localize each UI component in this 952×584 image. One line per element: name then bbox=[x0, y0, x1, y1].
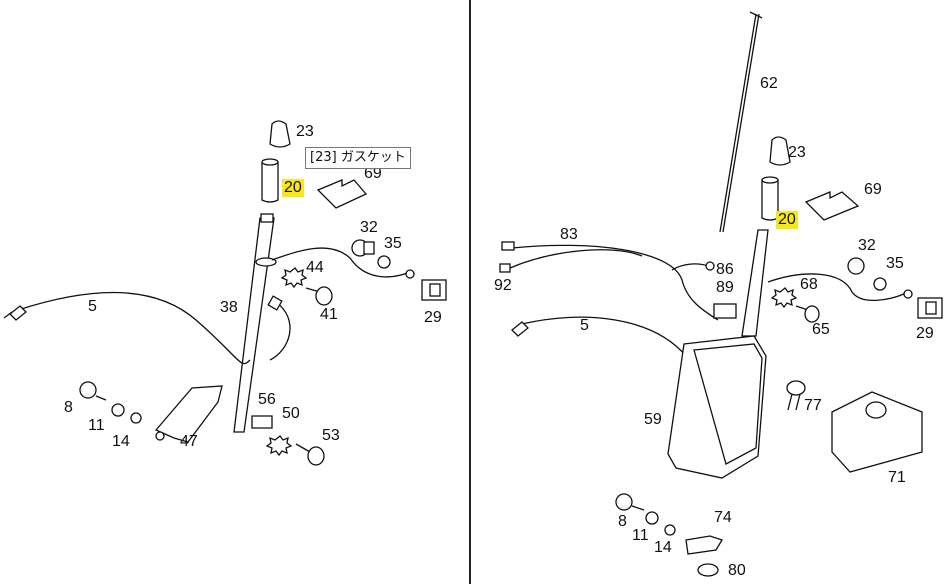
label-74: 74 bbox=[714, 509, 732, 526]
label-5: 5 bbox=[88, 298, 97, 315]
relay-71 bbox=[831, 391, 923, 473]
label-86: 86 bbox=[716, 261, 734, 278]
label-65: 65 bbox=[812, 321, 830, 338]
bracket-74 bbox=[685, 535, 723, 555]
label-23: 23 bbox=[788, 144, 806, 161]
label-32: 32 bbox=[360, 219, 378, 236]
bracket-47 bbox=[154, 385, 223, 443]
label-20: 20 bbox=[282, 179, 304, 197]
label-14: 14 bbox=[654, 539, 672, 556]
label-11: 11 bbox=[632, 527, 649, 544]
label-62: 62 bbox=[760, 75, 778, 92]
sleeve-20 bbox=[261, 159, 279, 203]
label-92: 92 bbox=[494, 277, 512, 294]
label-29: 29 bbox=[916, 325, 934, 342]
label-8: 8 bbox=[64, 399, 73, 416]
label-11: 11 bbox=[88, 417, 105, 434]
label-47: 47 bbox=[180, 433, 198, 450]
label-77: 77 bbox=[804, 397, 822, 414]
label-80: 80 bbox=[728, 562, 746, 579]
cable-5 bbox=[17, 291, 251, 365]
label-29: 29 bbox=[424, 309, 442, 326]
label-89: 89 bbox=[716, 279, 734, 296]
label-41: 41 bbox=[320, 306, 338, 323]
label-8: 8 bbox=[618, 513, 627, 530]
label-35: 35 bbox=[384, 235, 402, 252]
label-69: 69 bbox=[364, 165, 382, 182]
label-32: 32 bbox=[858, 237, 876, 254]
label-53: 53 bbox=[322, 427, 340, 444]
label-83: 83 bbox=[560, 226, 578, 243]
label-56: 56 bbox=[258, 391, 276, 408]
label-71: 71 bbox=[888, 469, 906, 486]
panel-divider bbox=[469, 0, 471, 584]
label-35: 35 bbox=[886, 255, 904, 272]
label-59: 59 bbox=[644, 411, 662, 428]
label-68: 68 bbox=[800, 276, 818, 293]
label-50: 50 bbox=[282, 405, 300, 422]
gasket-cap-23 bbox=[269, 120, 291, 148]
label-14: 14 bbox=[112, 433, 130, 450]
right-diagram-panel: 62 23 20 69 83 92 86 89 32 35 68 65 29 5… bbox=[472, 0, 952, 584]
pad-69 bbox=[316, 179, 368, 209]
label-20: 20 bbox=[776, 211, 798, 229]
motor-59 bbox=[667, 335, 767, 479]
label-5: 5 bbox=[580, 317, 589, 334]
star-washer-44 bbox=[280, 267, 308, 289]
left-diagram-panel: 23 20 69 32 35 44 41 29 5 38 8 11 14 47 … bbox=[0, 0, 468, 584]
right-diagram-drawing bbox=[499, 11, 943, 577]
part-tooltip: [23] ガスケット bbox=[305, 147, 411, 169]
clip-56 bbox=[251, 415, 273, 429]
left-diagram-drawing bbox=[3, 120, 447, 466]
label-69: 69 bbox=[864, 181, 882, 198]
label-44: 44 bbox=[306, 259, 324, 276]
antenna-rod-62 bbox=[719, 13, 757, 233]
label-38: 38 bbox=[220, 299, 238, 316]
label-23: 23 bbox=[296, 123, 314, 140]
